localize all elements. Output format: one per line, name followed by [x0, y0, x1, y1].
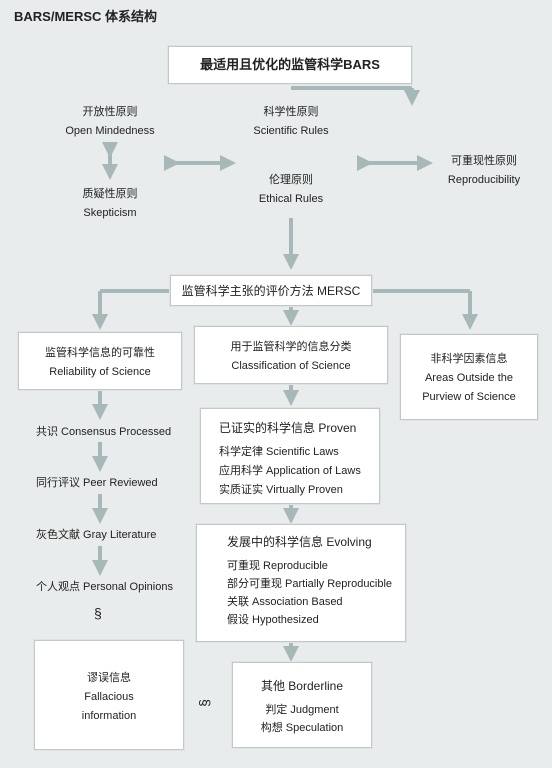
outside-en-2: Purview of Science — [422, 391, 516, 403]
evolving-title: 发展中的科学信息 Evolving — [227, 535, 372, 549]
proven-title: 已证实的科学信息 Proven — [219, 421, 357, 435]
fallacious-en-1: Fallacious — [84, 691, 134, 703]
proven-box: 已证实的科学信息 Proven 科学定律 Scientific Laws 应用科… — [200, 408, 380, 504]
fallacious-en-2: information — [81, 710, 137, 722]
fallacious-box: 谬误信息 Fallacious information — [34, 640, 184, 750]
evolving-item-association: 关联 Association Based — [227, 596, 343, 608]
left-chain-item-opinions: 个人观点 Personal Opinions — [36, 581, 173, 593]
outside-cn: 非科学因素信息 — [430, 353, 508, 365]
borderline-box: 其他 Borderline 判定 Judgment 构想 Speculation — [232, 662, 372, 748]
left-chain-item-peer: 同行评议 Peer Reviewed — [36, 477, 158, 489]
borderline-title: 其他 Borderline — [260, 679, 344, 693]
section-sign-rotated: § — [195, 699, 212, 707]
borderline-item-speculation: 构想 Speculation — [260, 722, 344, 734]
section-sign-left: § — [94, 605, 102, 621]
mersc-box: 监管科学主张的评价方法 MERSC — [170, 275, 372, 306]
evolving-item-reproducible: 可重现 Reproducible — [227, 560, 328, 572]
outside-box: 非科学因素信息 Areas Outside the Purview of Sci… — [400, 334, 538, 420]
evolving-item-hypothesized: 假设 Hypothesized — [227, 614, 319, 626]
borderline-item-judgment: 判定 Judgment — [265, 704, 339, 716]
principle-repro-en: Reproducibility — [447, 174, 521, 186]
reliability-en: Reliability of Science — [49, 366, 151, 378]
bars-box: 最适用且优化的监管科学BARS — [168, 46, 412, 84]
page-title: BARS/MERSC 体系结构 — [14, 9, 158, 24]
mersc-box-label: 监管科学主张的评价方法 MERSC — [181, 284, 361, 298]
principle-repro-cn: 可重现性原则 — [451, 155, 517, 167]
left-chain-item-consensus: 共识 Consensus Processed — [36, 426, 172, 438]
bars-box-label: 最适用且优化的监管科学BARS — [200, 57, 380, 72]
reliability-cn: 监管科学信息的可靠性 — [45, 347, 155, 359]
left-chain-item-gray: 灰色文献 Gray Literature — [36, 529, 157, 541]
principle-open-en: Open Mindedness — [65, 125, 155, 137]
evolving-item-partial: 部分可重现 Partially Reproducible — [227, 578, 393, 590]
principle-scientific-en: Scientific Rules — [253, 125, 329, 137]
outside-en-1: Areas Outside the — [424, 372, 514, 384]
principle-open-cn: 开放性原则 — [82, 106, 138, 118]
principle-skeptic-cn: 质疑性原则 — [82, 188, 138, 200]
classification-box: 用于监管科学的信息分类 Classification of Science — [194, 326, 388, 384]
fallacious-cn: 谬误信息 — [87, 672, 131, 684]
principle-ethical-cn: 伦理原则 — [269, 174, 313, 186]
proven-item-application: 应用科学 Application of Laws — [219, 465, 361, 477]
classification-cn: 用于监管科学的信息分类 — [230, 341, 352, 353]
proven-item-virtually: 实质证实 Virtually Proven — [219, 484, 343, 496]
principle-scientific-cn: 科学性原则 — [263, 106, 319, 118]
principle-ethical-en: Ethical Rules — [258, 193, 324, 205]
principle-skeptic-en: Skepticism — [83, 207, 137, 219]
reliability-box: 监管科学信息的可靠性 Reliability of Science — [18, 332, 182, 390]
classification-en: Classification of Science — [231, 360, 351, 372]
proven-item-laws: 科学定律 Scientific Laws — [219, 446, 339, 458]
evolving-box: 发展中的科学信息 Evolving 可重现 Reproducible 部分可重现… — [196, 524, 406, 642]
